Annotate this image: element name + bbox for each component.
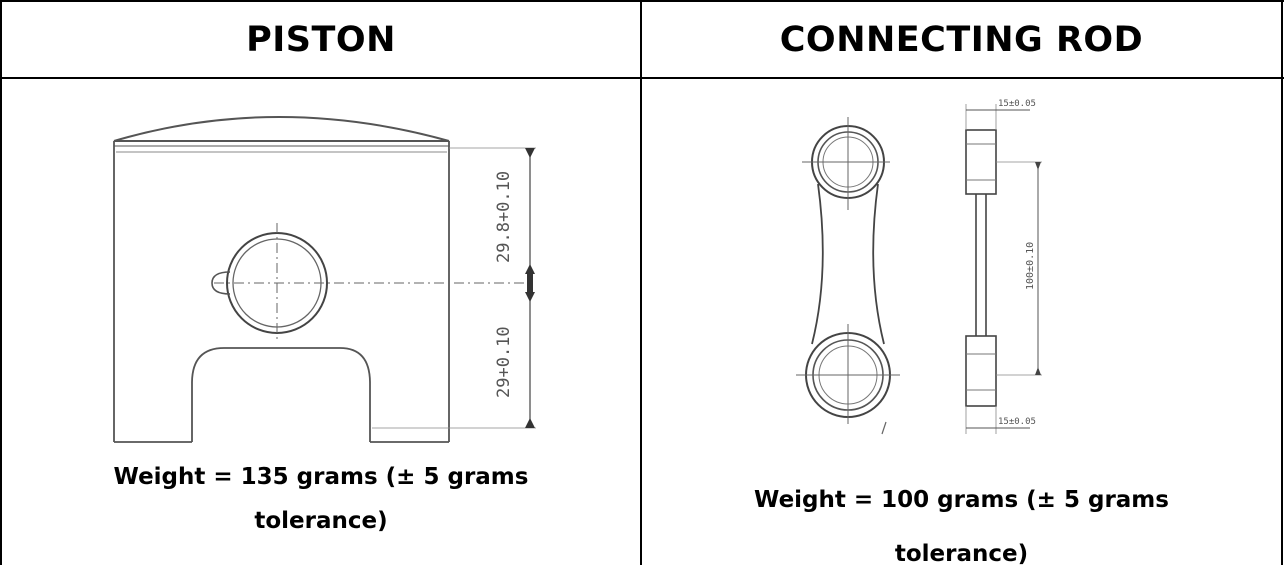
- piston-upper-dimension: 29.8+0.10: [494, 171, 514, 263]
- rod-top-width-dimension: 15±0.05: [998, 99, 1036, 109]
- header-divider: [0, 77, 1284, 79]
- piston-weight-line2: tolerance): [254, 508, 388, 534]
- rod-weight-line2: tolerance): [894, 541, 1029, 567]
- piston-weight-line1: Weight = 135 grams (± 5 grams: [113, 464, 529, 490]
- rod-weight-line1: Weight = 100 grams (± 5 grams: [754, 487, 1169, 513]
- rod-weight-caption: Weight = 100 grams (± 5 grams tolerance): [642, 475, 1281, 579]
- column-divider: [640, 0, 642, 565]
- piston-drawing: 29.8+0.10 29+0.10: [104, 98, 550, 446]
- table-border-top: [0, 0, 1284, 2]
- comparison-table: PISTON CONNECTING ROD 29.8+: [0, 0, 1284, 567]
- rod-bottom-width-dimension: 15±0.05: [998, 417, 1036, 427]
- piston-weight-caption: Weight = 135 grams (± 5 grams tolerance): [2, 455, 640, 543]
- connecting-rod-drawing: 15±0.05 15±0.05 100±0.10: [790, 92, 1080, 448]
- table-border-right: [1281, 0, 1283, 565]
- piston-header: PISTON: [246, 20, 396, 60]
- connecting-rod-header: CONNECTING ROD: [779, 20, 1144, 60]
- rod-center-distance-dimension: 100±0.10: [1025, 242, 1036, 290]
- table-border-left: [0, 0, 2, 565]
- piston-lower-dimension: 29+0.10: [494, 326, 514, 398]
